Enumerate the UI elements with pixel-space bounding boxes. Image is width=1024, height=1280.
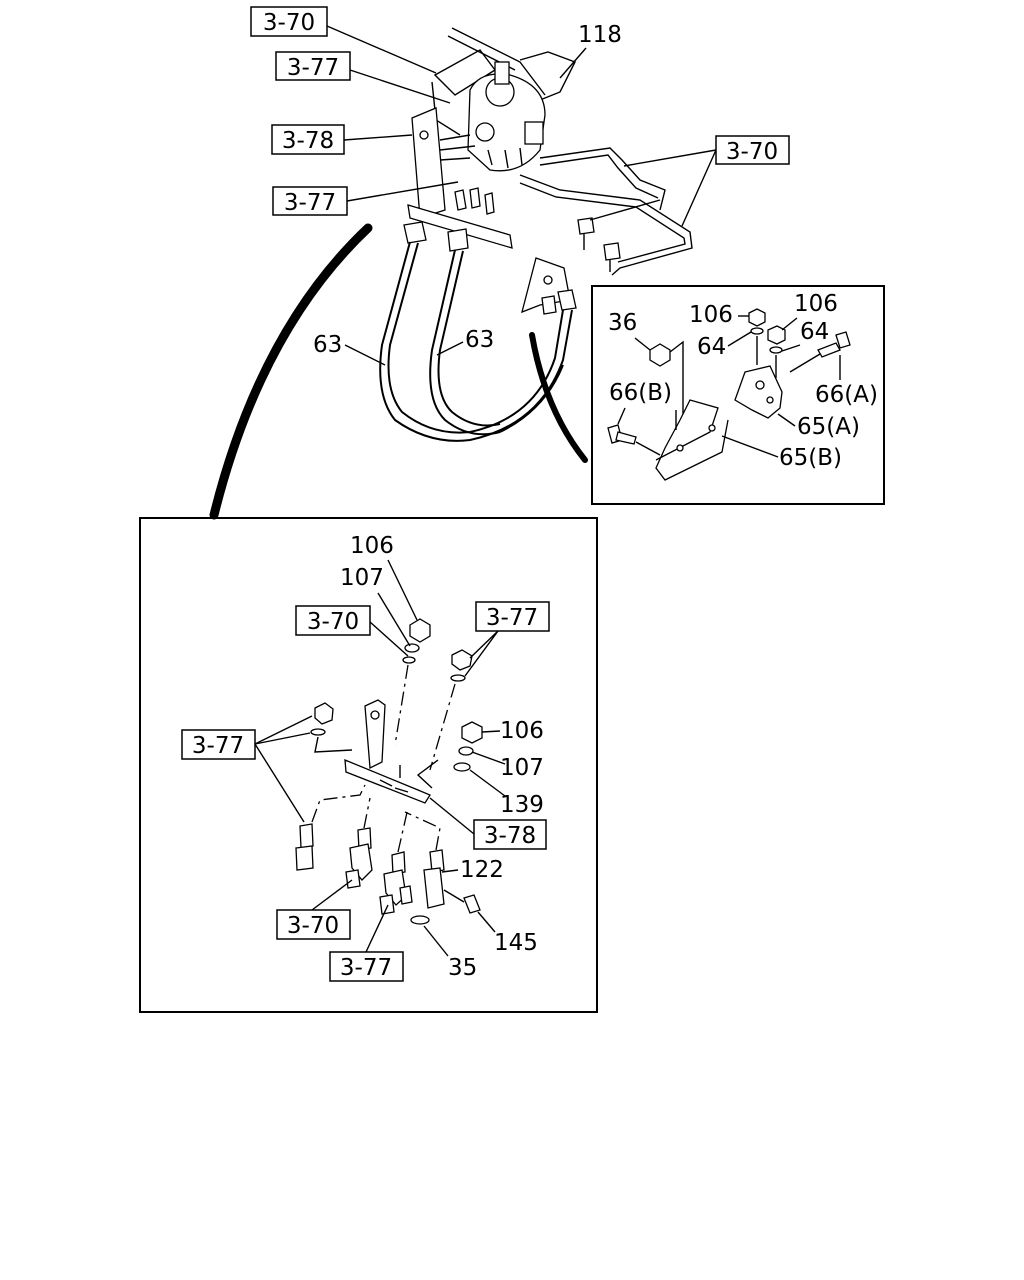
lower-labels: 106 107 3-70 3-77 3-77 106 107 139 3-78 … bbox=[181, 533, 550, 982]
callout-122: 122 bbox=[460, 857, 504, 883]
ref-3-77-detail-right: 3-77 bbox=[486, 605, 538, 631]
ref-3-77-upper: 3-77 bbox=[287, 55, 339, 81]
callout-35: 35 bbox=[448, 955, 477, 981]
callout-106-a: 106 bbox=[689, 302, 733, 328]
detail-pointer-arc-lower bbox=[209, 223, 373, 520]
callout-66b: 66(B) bbox=[609, 380, 672, 406]
callout-145: 145 bbox=[494, 930, 538, 956]
callout-64-b: 64 bbox=[800, 319, 829, 345]
callout-106-b: 106 bbox=[794, 291, 838, 317]
callout-63-left: 63 bbox=[313, 332, 342, 358]
ref-3-70-top: 3-70 bbox=[263, 10, 315, 36]
callout-64-a: 64 bbox=[697, 334, 726, 360]
bracket-detail-frame bbox=[591, 285, 885, 505]
manifold-detail bbox=[295, 618, 483, 925]
bracket-detail: 36 106 106 64 64 66(A) 66(B) 65(A) 65(B) bbox=[607, 291, 878, 481]
manifold-detail-frame bbox=[139, 517, 598, 1013]
callout-65b: 65(B) bbox=[779, 445, 842, 471]
callout-66a: 66(A) bbox=[815, 382, 878, 408]
ref-3-77-lower: 3-77 bbox=[284, 190, 336, 216]
callout-107-a: 107 bbox=[340, 565, 384, 591]
callout-36: 36 bbox=[608, 310, 637, 336]
callout-65a: 65(A) bbox=[797, 414, 860, 440]
valve-assembly bbox=[379, 27, 693, 442]
callout-107-b: 107 bbox=[500, 755, 544, 781]
ref-3-78-top: 3-78 bbox=[282, 128, 334, 154]
top-labels: 3-70 3-77 3-78 3-77 3-70 118 63 63 bbox=[250, 6, 790, 366]
detail-pointer-arc-right bbox=[529, 332, 588, 463]
ref-3-77-detail-left: 3-77 bbox=[192, 733, 244, 759]
ref-3-70-fitting: 3-70 bbox=[287, 913, 339, 939]
ref-3-77-fitting: 3-77 bbox=[340, 955, 392, 981]
ref-3-70-right: 3-70 bbox=[726, 139, 778, 165]
callout-106-d: 106 bbox=[500, 718, 544, 744]
ref-3-70-detail: 3-70 bbox=[307, 609, 359, 635]
callout-118: 118 bbox=[578, 22, 622, 48]
callout-106-c: 106 bbox=[350, 533, 394, 559]
callout-63-right: 63 bbox=[465, 327, 494, 353]
callout-139: 139 bbox=[500, 792, 544, 818]
ref-3-78-detail: 3-78 bbox=[484, 823, 536, 849]
